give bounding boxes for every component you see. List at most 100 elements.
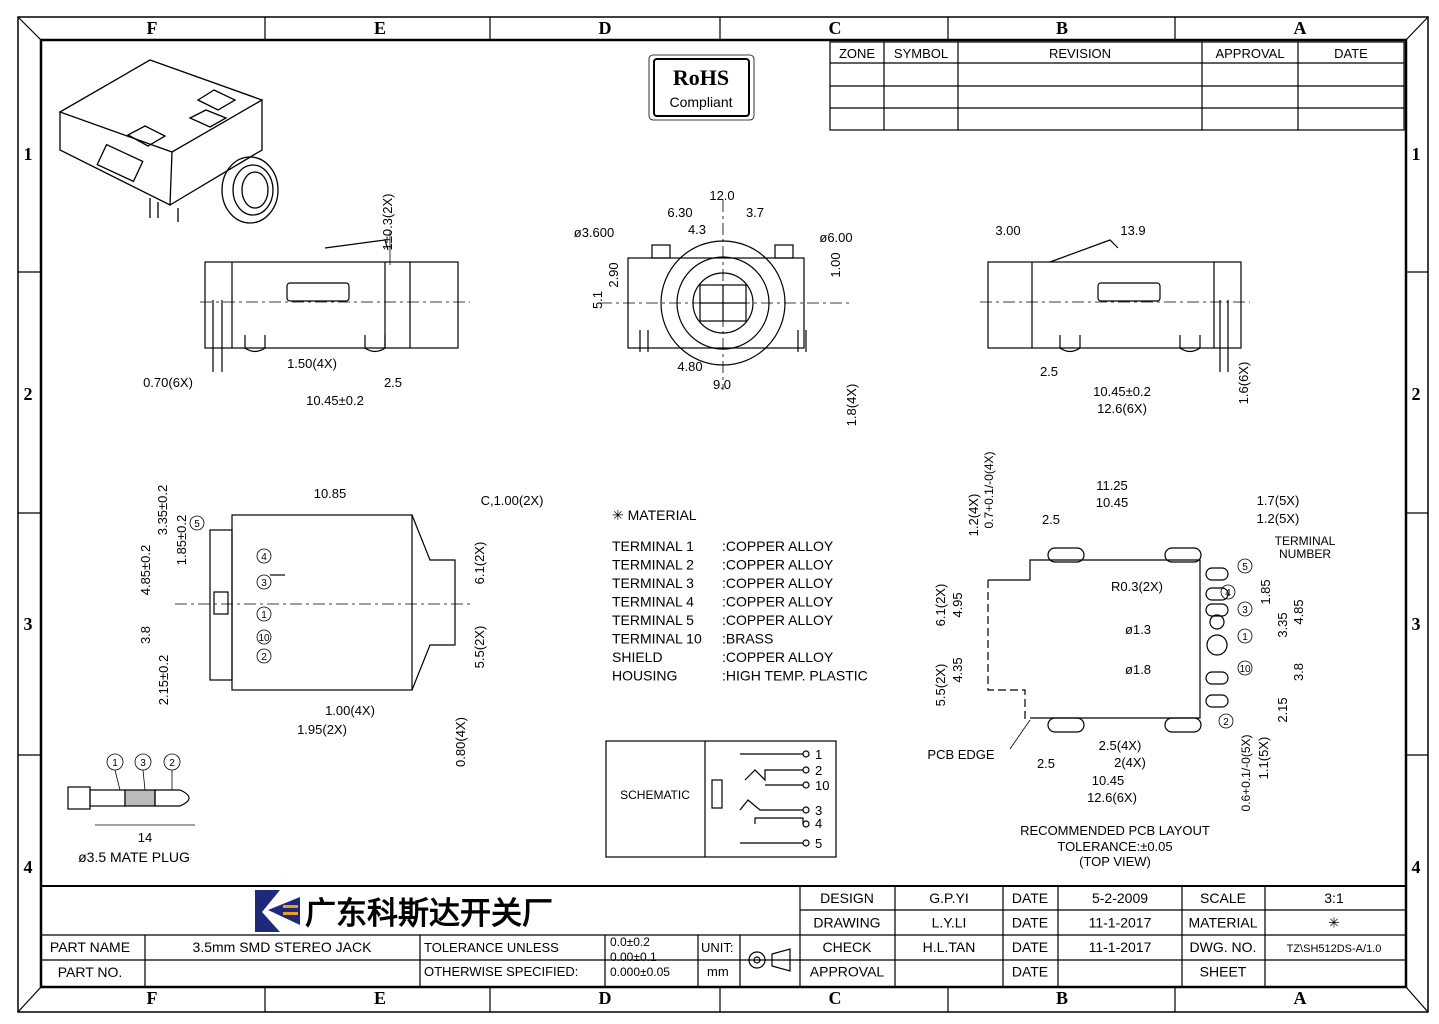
row-label: 1 <box>24 144 33 164</box>
pcb-layout-view <box>987 547 1229 750</box>
row-label: 4 <box>1412 857 1421 877</box>
pcb-edge-label: PCB EDGE <box>927 747 995 762</box>
dimension: R0.3(2X) <box>1111 579 1163 594</box>
column-label: C <box>829 988 842 1008</box>
column-label: A <box>1294 988 1307 1008</box>
title-row-date: 5-2-2009 <box>1092 890 1148 906</box>
terminal-callout <box>163 753 181 771</box>
tolerance-label: OTHERWISE SPECIFIED: <box>424 964 578 979</box>
title-row-value: 3:1 <box>1324 890 1344 906</box>
dimension: 2.5 <box>1037 756 1055 771</box>
row-label: 2 <box>1412 384 1421 404</box>
terminal-callout <box>256 606 272 622</box>
dimension: 3.35±0.2 <box>155 485 170 536</box>
revision-header: SYMBOL <box>894 46 948 61</box>
terminal-number: 1 <box>1242 632 1248 643</box>
terminal-number: 5 <box>1242 562 1248 573</box>
dimension: 1.50(4X) <box>287 356 337 371</box>
material-value: :COPPER ALLOY <box>722 538 834 554</box>
material-part: HOUSING <box>612 668 677 684</box>
material-title: ✳ MATERIAL <box>612 507 697 523</box>
column-label: E <box>374 18 386 38</box>
tolerance-value: 0.000±0.05 <box>610 965 670 979</box>
company-logo <box>255 890 300 932</box>
terminal-callout <box>1237 628 1253 644</box>
dimension: 3.35 <box>1275 612 1290 637</box>
unit-value: mm <box>707 964 729 979</box>
terminal-callout <box>134 753 152 771</box>
plug-caption: ø3.5 MATE PLUG <box>78 849 190 865</box>
material-value: :COPPER ALLOY <box>722 575 834 591</box>
dimension: 6.1(2X) <box>472 542 487 585</box>
schematic-pin: 1 <box>815 747 822 762</box>
dimension: 2.15±0.2 <box>156 655 171 706</box>
dimension: 1±0.3(2X) <box>380 194 395 251</box>
title-row-date-label: DATE <box>1012 964 1048 980</box>
dimension: 4.95 <box>950 592 965 617</box>
terminal-callout <box>1220 584 1236 600</box>
title-row-date-label: DATE <box>1012 939 1048 955</box>
rohs-logo: RoHS Compliant <box>648 54 755 121</box>
dimension: 1.00(4X) <box>325 703 375 718</box>
dimension: 4.80 <box>677 359 702 374</box>
dimension: 1.2(5X) <box>1257 511 1300 526</box>
dimension: 4.85 <box>1291 599 1306 624</box>
dimension: 0.7+0.1/-0(4X) <box>982 451 996 528</box>
title-row-key: SCALE <box>1200 890 1246 906</box>
terminal-callout <box>1218 713 1234 729</box>
dimension: 1.95(2X) <box>297 722 347 737</box>
isometric-view <box>58 59 279 224</box>
material-value: :HIGH TEMP. PLASTIC <box>722 668 868 684</box>
part-name: 3.5mm SMD STEREO JACK <box>193 939 373 955</box>
rohs-compliant: Compliant <box>669 94 732 110</box>
title-row-person: L.Y.LI <box>932 915 967 931</box>
row-label: 1 <box>1412 144 1421 164</box>
terminal-callout <box>256 548 272 564</box>
row-label: 4 <box>24 857 33 877</box>
part-no-label: PART NO. <box>58 964 123 980</box>
dimension: 4.35 <box>950 657 965 682</box>
dimension: 10.85 <box>314 486 347 501</box>
front-view <box>600 200 850 390</box>
dimension: 3.8 <box>1291 663 1306 681</box>
material-value: :BRASS <box>722 631 773 647</box>
dimension: 14 <box>138 830 152 845</box>
dimension: 2.15 <box>1275 697 1290 722</box>
terminal-number: 2 <box>261 652 267 663</box>
column-label: F <box>147 18 158 38</box>
dimension: 5.5(2X) <box>472 626 487 669</box>
side-view-right <box>980 239 1250 372</box>
dimension: 1.6(6X) <box>1236 362 1251 405</box>
mate-plug <box>67 769 195 826</box>
title-row-date-label: DATE <box>1012 890 1048 906</box>
column-dividers <box>264 17 1176 1012</box>
terminal-number: 2 <box>1223 717 1229 728</box>
material-part: TERMINAL 1 <box>612 538 694 554</box>
terminal-label: NUMBER <box>1279 547 1331 561</box>
schematic-pin: 4 <box>815 816 822 831</box>
dimension: 1.85 <box>1258 579 1273 604</box>
schematic-pin: 2 <box>815 763 822 778</box>
sheet-frame <box>17 16 1429 1013</box>
material-value: :COPPER ALLOY <box>722 649 834 665</box>
terminal-number: 3 <box>140 758 146 769</box>
revision-header: DATE <box>1334 46 1368 61</box>
schematic-box <box>605 740 837 858</box>
dimension: 2.90 <box>606 262 621 287</box>
dimension: 1.85±0.2 <box>174 515 189 566</box>
tolerance-value: 0.0±0.2 <box>610 935 650 949</box>
terminal-number: 5 <box>194 519 200 530</box>
terminal-number: 3 <box>261 578 267 589</box>
dimension: 1.00 <box>828 252 843 277</box>
terminal-label: TERMINAL <box>1275 534 1336 548</box>
column-label: E <box>374 988 386 1008</box>
dimension: 2.5 <box>1042 512 1060 527</box>
pcb-caption: RECOMMENDED PCB LAYOUT <box>1020 823 1210 838</box>
dimension: 2.5(4X) <box>1099 738 1142 753</box>
dimension: ø6.00 <box>819 230 852 245</box>
part-name-label: PART NAME <box>50 939 130 955</box>
title-row-date: 11-1-2017 <box>1089 939 1152 955</box>
column-label: D <box>599 18 612 38</box>
revision-header: REVISION <box>1049 46 1111 61</box>
